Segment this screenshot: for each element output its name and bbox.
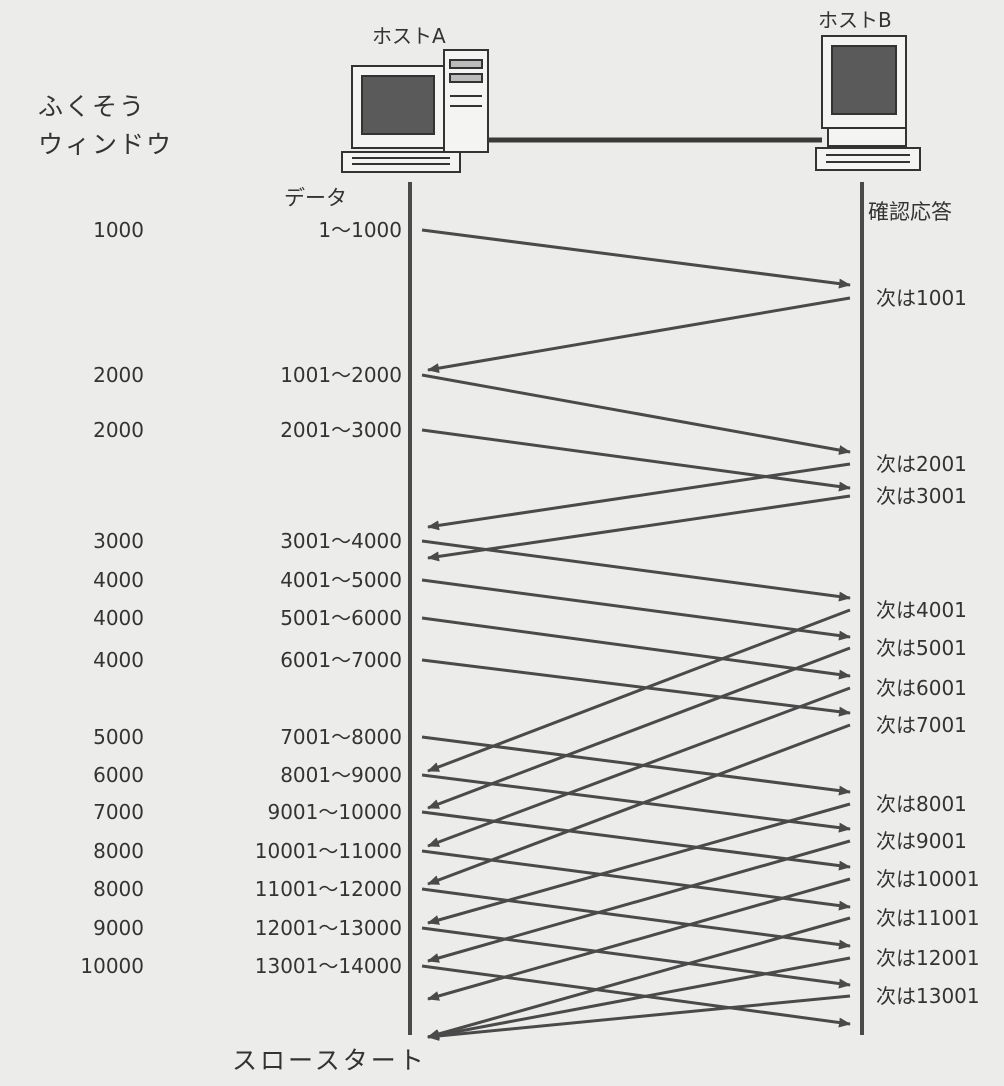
host-b-computer-icon (815, 35, 921, 171)
data-segment-arrow (421, 887, 851, 950)
ack-arrow (427, 802, 851, 925)
ack-label: 次は13001 (876, 984, 980, 1008)
ack-label: 次は3001 (876, 484, 967, 508)
ack-label: 次は12001 (876, 946, 980, 970)
data-segment-arrow (421, 658, 851, 717)
ack-arrow (427, 462, 851, 531)
data-segment-arrow (421, 228, 851, 289)
data-segment-arrow (421, 926, 851, 989)
window-size-label: 8000 (93, 877, 144, 901)
segment-range-label: 1〜1000 (318, 218, 402, 242)
segment-range-label: 3001〜4000 (280, 529, 402, 553)
segment-range-label: 5001〜6000 (280, 606, 402, 630)
window-size-label: 9000 (93, 916, 144, 940)
window-size-label: 1000 (93, 218, 144, 242)
segment-range-label: 12001〜13000 (254, 916, 402, 940)
ack-header: 確認応答 (868, 200, 952, 224)
data-segment-arrow (421, 373, 851, 455)
ack-arrow (427, 877, 851, 1001)
ack-label: 次は5001 (876, 636, 967, 660)
ack-label: 次は8001 (876, 792, 967, 816)
data-segment-arrow (421, 616, 851, 680)
ack-arrow (427, 956, 851, 1040)
segment-range-label: 2001〜3000 (280, 418, 402, 442)
segment-range-label: 4001〜5000 (280, 568, 402, 592)
ack-arrow (427, 839, 851, 963)
ack-label: 次は10001 (876, 867, 980, 891)
ack-arrow (427, 723, 851, 886)
data-segment-arrow (421, 578, 851, 641)
segment-range-label: 1001〜2000 (280, 363, 402, 387)
window-size-label: 7000 (93, 800, 144, 824)
data-segment-arrow (421, 539, 851, 602)
ack-arrow (427, 296, 851, 374)
window-size-label: 8000 (93, 839, 144, 863)
ack-label: 次は6001 (876, 676, 967, 700)
ack-label: 次は9001 (876, 829, 967, 853)
window-size-label: 6000 (93, 763, 144, 787)
window-header-line1: ふくそう (38, 92, 147, 121)
window-size-label: 5000 (93, 725, 144, 749)
window-size-label: 4000 (93, 648, 144, 672)
ack-label: 次は4001 (876, 598, 967, 622)
ack-arrow (427, 994, 851, 1041)
ack-arrow (427, 646, 851, 810)
data-header: データ (284, 186, 347, 210)
window-size-label: 10000 (80, 954, 144, 978)
data-segment-arrow (421, 428, 851, 492)
window-size-label: 2000 (93, 418, 144, 442)
window-size-label: 2000 (93, 363, 144, 387)
window-size-label: 3000 (93, 529, 144, 553)
ack-arrow (427, 608, 851, 773)
segment-range-label: 13001〜14000 (254, 954, 402, 978)
segment-range-label: 9001〜10000 (267, 800, 402, 824)
ack-arrow (427, 494, 851, 562)
ack-arrow (427, 916, 851, 1039)
segment-range-label: 6001〜7000 (280, 648, 402, 672)
segment-range-label: 11001〜12000 (254, 877, 402, 901)
segment-range-label: 7001〜8000 (280, 725, 402, 749)
host-a-label: ホストA (372, 24, 446, 48)
host-a-computer-icon (341, 49, 489, 173)
ack-label: 次は11001 (876, 906, 980, 930)
window-header-line2: ウィンドウ (38, 130, 174, 159)
window-size-label: 4000 (93, 606, 144, 630)
segment-range-label: 8001〜9000 (280, 763, 402, 787)
ack-label: 次は2001 (876, 452, 967, 476)
host-b-label: ホストB (818, 8, 892, 32)
ack-arrow (427, 686, 851, 848)
ack-label: 次は1001 (876, 286, 967, 310)
ack-label: 次は7001 (876, 713, 967, 737)
data-segment-arrow (421, 964, 851, 1028)
segment-range-label: 10001〜11000 (254, 839, 402, 863)
window-size-label: 4000 (93, 568, 144, 592)
caption: スロースタート (232, 1046, 427, 1075)
